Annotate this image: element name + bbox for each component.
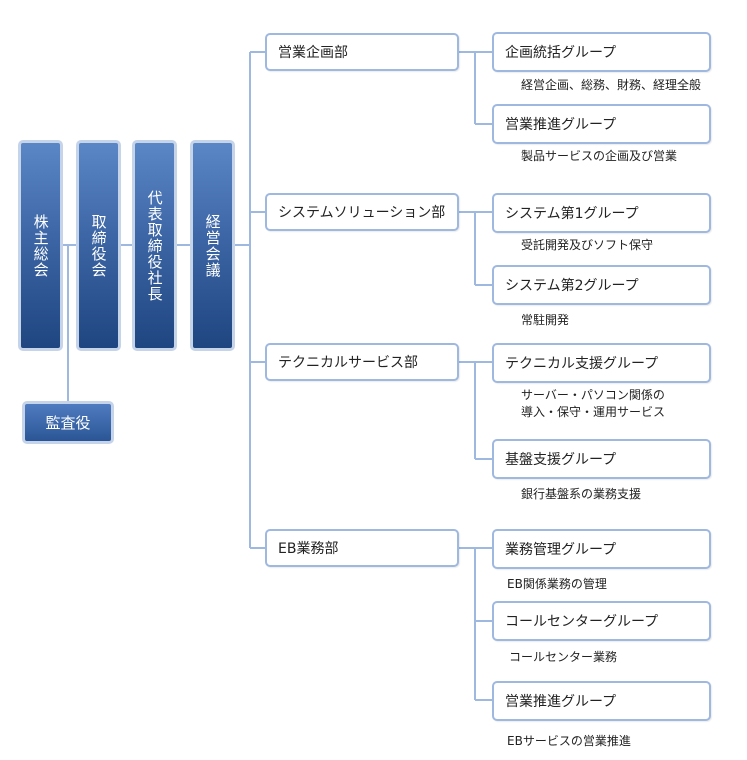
dept-label: 営業企画部 bbox=[278, 45, 348, 61]
group-label: 業務管理グループ bbox=[505, 542, 617, 558]
group-label: 企画統括グループ bbox=[505, 45, 617, 61]
dept-label: システムソリューション部 bbox=[278, 205, 446, 221]
group-description: サーバー・パソコン関係の 導入・保守・運用サービス bbox=[521, 387, 665, 421]
group-label: システム第1グループ bbox=[505, 206, 639, 222]
description-line: 経営企画、総務、財務、経理全般 bbox=[521, 78, 702, 92]
description-line: 常駐開発 bbox=[521, 313, 570, 327]
group-box: 営業推進グループ bbox=[492, 681, 711, 721]
group-description: EB関係業務の管理 bbox=[507, 576, 607, 593]
group-box: 業務管理グループ bbox=[492, 529, 711, 569]
description-line: コールセンター業務 bbox=[509, 650, 618, 664]
description-line: サーバー・パソコン関係の bbox=[521, 388, 665, 402]
group-description: 経営企画、総務、財務、経理全般 bbox=[521, 77, 701, 94]
auditor-label: 監査役 bbox=[45, 414, 91, 432]
group-box: システム第2グループ bbox=[492, 265, 711, 305]
dept-system-solutions: システムソリューション部 bbox=[265, 193, 459, 231]
board-of-directors-box: 取締役会 bbox=[76, 140, 121, 351]
description-line: 製品サービスの企画及び営業 bbox=[521, 149, 678, 163]
group-label: コールセンターグループ bbox=[505, 614, 659, 630]
group-description: コールセンター業務 bbox=[509, 649, 617, 666]
group-label: 営業推進グループ bbox=[505, 694, 617, 710]
description-line: 受託開発及びソフト保守 bbox=[521, 238, 654, 252]
description-line: 銀行基盤系の業務支援 bbox=[521, 487, 642, 501]
dept-sales-planning: 営業企画部 bbox=[265, 33, 459, 71]
description-line: 導入・保守・運用サービス bbox=[521, 405, 666, 419]
group-description: 製品サービスの企画及び営業 bbox=[521, 148, 677, 165]
group-label: 基盤支援グループ bbox=[505, 452, 617, 468]
shareholders-meeting-box: 株主総会 bbox=[18, 140, 63, 351]
group-label: 営業推進グループ bbox=[505, 117, 617, 133]
president-box: 代表取締役社長 bbox=[132, 140, 177, 351]
management-meeting-label: 経営会議 bbox=[203, 213, 222, 278]
group-label: テクニカル支援グループ bbox=[505, 356, 659, 372]
auditor-box: 監査役 bbox=[22, 401, 114, 444]
group-label: システム第2グループ bbox=[505, 278, 639, 294]
group-box: 基盤支援グループ bbox=[492, 439, 711, 479]
description-line: EB関係業務の管理 bbox=[507, 577, 607, 591]
group-description: 受託開発及びソフト保守 bbox=[521, 237, 653, 254]
group-description: 銀行基盤系の業務支援 bbox=[521, 486, 641, 503]
dept-technical-services: テクニカルサービス部 bbox=[265, 343, 459, 381]
president-label: 代表取締役社長 bbox=[145, 189, 164, 302]
group-description: EBサービスの営業推進 bbox=[507, 733, 631, 750]
group-box: 企画統括グループ bbox=[492, 32, 711, 72]
board-of-directors-label: 取締役会 bbox=[89, 213, 108, 278]
group-box: 営業推進グループ bbox=[492, 104, 711, 144]
management-meeting-box: 経営会議 bbox=[190, 140, 235, 351]
description-line: EBサービスの営業推進 bbox=[507, 734, 631, 748]
dept-eb-operations: EB業務部 bbox=[265, 529, 459, 567]
dept-label: テクニカルサービス部 bbox=[278, 355, 418, 371]
dept-label: EB業務部 bbox=[278, 541, 339, 557]
group-box: コールセンターグループ bbox=[492, 601, 711, 641]
group-box: システム第1グループ bbox=[492, 193, 711, 233]
group-box: テクニカル支援グループ bbox=[492, 343, 711, 383]
shareholders-meeting-label: 株主総会 bbox=[31, 213, 50, 278]
group-description: 常駐開発 bbox=[521, 312, 569, 329]
